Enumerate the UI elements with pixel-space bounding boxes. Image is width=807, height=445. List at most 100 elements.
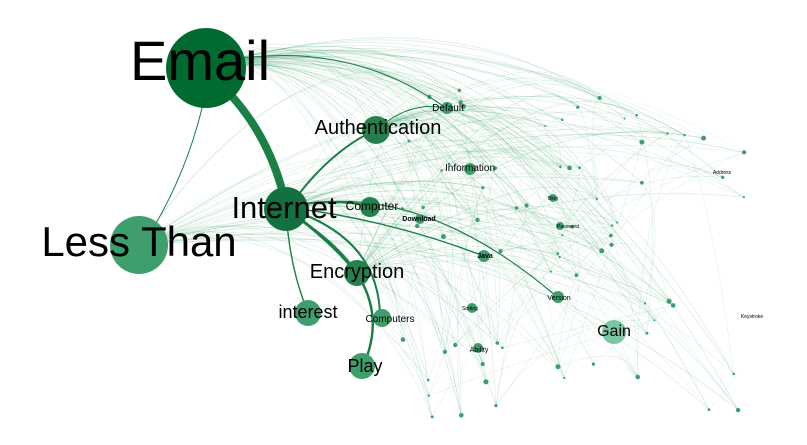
faint-edge: [356, 260, 559, 367]
faint-edge: [550, 270, 674, 306]
faint-edge: [285, 198, 456, 346]
node-email[interactable]: [166, 28, 246, 108]
minor-node: [544, 125, 547, 127]
faint-edge: [592, 97, 600, 200]
faint-edge: [408, 140, 565, 378]
faint-edge: [205, 59, 602, 251]
faint-edge: [356, 248, 638, 378]
faint-edge: [138, 238, 646, 304]
faint-edge: [544, 125, 577, 276]
faint-edge: [356, 267, 487, 382]
faint-edge: [138, 233, 648, 334]
faint-edge: [708, 373, 737, 410]
minor-node: [494, 404, 498, 408]
faint-edge: [375, 76, 600, 131]
faint-edge: [285, 196, 429, 396]
faint-edge: [138, 145, 570, 246]
minor-node: [707, 408, 711, 411]
node-password[interactable]: [556, 222, 564, 230]
node-download[interactable]: [415, 214, 425, 224]
faint-edge: [205, 49, 618, 223]
node-blog[interactable]: [549, 194, 557, 202]
faint-edge: [577, 106, 598, 200]
minor-node: [683, 133, 686, 137]
minor-node: [623, 117, 626, 120]
faint-edge: [205, 39, 637, 116]
minor-node: [732, 372, 735, 376]
minor-node: [483, 379, 489, 385]
faint-edge: [138, 227, 710, 410]
faint-edge: [138, 71, 460, 246]
faint-edge: [375, 95, 685, 136]
minor-node: [670, 303, 676, 308]
faint-edge: [356, 84, 462, 274]
faint-edge: [637, 134, 685, 377]
node-gain[interactable]: [602, 320, 626, 344]
node-version[interactable]: [552, 291, 564, 303]
node-computers[interactable]: [373, 309, 391, 327]
faint-edge: [285, 132, 704, 210]
minor-node: [459, 413, 464, 418]
faint-edge: [502, 235, 611, 348]
faint-edge: [579, 167, 739, 411]
faint-edge: [205, 62, 580, 168]
node-encryption[interactable]: [344, 260, 370, 286]
node-default[interactable]: [441, 102, 453, 114]
node-computer[interactable]: [360, 197, 380, 217]
faint-edge: [455, 152, 745, 346]
faint-edge: [356, 216, 444, 274]
minor-node: [742, 150, 747, 155]
faint-edge: [559, 243, 575, 258]
faint-edge: [138, 134, 745, 246]
faint-edge: [375, 97, 578, 131]
faint-edge: [431, 274, 577, 418]
faint-edge: [356, 101, 637, 274]
faint-edge: [375, 95, 625, 131]
faint-edge: [516, 207, 613, 226]
node-internet[interactable]: [264, 187, 308, 231]
minor-node: [645, 331, 649, 335]
minor-node: [639, 139, 645, 145]
faint-edge: [611, 243, 670, 302]
faint-edge: [138, 221, 670, 302]
node-java[interactable]: [478, 250, 490, 262]
faint-edge: [463, 106, 561, 167]
minor-node: [453, 342, 458, 348]
label-version: Version: [547, 295, 570, 302]
faint-edge: [138, 181, 483, 246]
label-less-than: Less Than: [41, 218, 236, 265]
faint-edge: [641, 165, 723, 183]
node-sorting[interactable]: [467, 303, 477, 313]
minor-node: [415, 223, 420, 229]
minor-node: [597, 95, 602, 101]
faint-edge: [375, 105, 618, 223]
faint-edge: [285, 146, 723, 210]
node-play[interactable]: [349, 353, 375, 379]
faint-edge: [356, 245, 577, 276]
minor-node: [570, 225, 574, 229]
node-less-than[interactable]: [110, 216, 168, 274]
faint-edge: [285, 190, 670, 302]
faint-edge: [610, 235, 638, 377]
label-interest: interest: [278, 302, 337, 322]
node-information[interactable]: [464, 163, 476, 175]
label-java: Java: [477, 253, 493, 260]
faint-edge: [502, 305, 674, 349]
faint-edge: [205, 60, 497, 406]
node-authentication[interactable]: [362, 116, 390, 144]
faint-edge: [356, 149, 496, 274]
node-interest[interactable]: [295, 300, 321, 326]
faint-edge: [205, 65, 670, 302]
node-ability[interactable]: [473, 343, 483, 353]
faint-edge: [205, 60, 570, 169]
faint-edge: [205, 63, 594, 365]
faint-edge: [138, 77, 430, 246]
faint-edge: [285, 139, 442, 210]
minor-node: [635, 374, 640, 380]
minor-node: [574, 273, 579, 277]
label-gain: Gain: [597, 323, 631, 340]
faint-edge: [138, 237, 739, 411]
faint-edge: [495, 222, 618, 406]
faint-edge: [285, 83, 460, 210]
faint-edge: [375, 125, 577, 276]
